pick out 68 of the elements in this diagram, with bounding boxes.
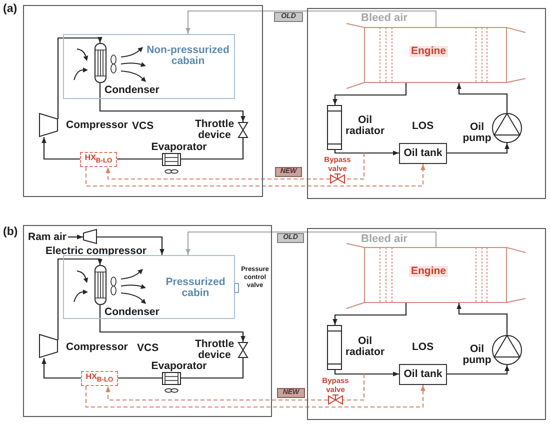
component-label: Electric compressor xyxy=(44,246,148,257)
component-label: Throttle device xyxy=(194,339,236,361)
engine-label: Engine xyxy=(409,266,448,277)
arrow xyxy=(332,83,407,105)
arrow xyxy=(57,37,102,119)
panel-label: (b) xyxy=(3,226,18,239)
component-label: Evaporator xyxy=(150,361,208,372)
cabin-label: Pressurized cabin xyxy=(164,276,226,298)
component-label: Condenser xyxy=(104,84,160,96)
dashed-arrow xyxy=(106,167,330,180)
arrow xyxy=(334,370,399,376)
arrow xyxy=(42,137,80,160)
component-label: Oil pump xyxy=(462,344,492,366)
system-label: LOS xyxy=(412,342,435,353)
heat-exchanger-box xyxy=(80,152,117,167)
system-box xyxy=(23,5,263,197)
system-box xyxy=(23,225,272,417)
component-label: Oil radiator xyxy=(344,336,386,358)
flow-label: Ram air xyxy=(28,231,68,243)
arrow xyxy=(99,83,246,122)
engine-label: Engine xyxy=(409,46,448,57)
dashed-arrow xyxy=(85,385,426,408)
arrow xyxy=(186,231,437,255)
exchanger-label: HX$_{B-LO}$ xyxy=(86,371,114,386)
connector-line xyxy=(117,158,162,160)
tank-box xyxy=(399,364,447,385)
connector-line xyxy=(118,377,162,379)
edge-label: Bleed air xyxy=(361,13,408,24)
component-label: Oil tank xyxy=(404,148,442,159)
component-label: Evaporator xyxy=(150,142,208,153)
arrow xyxy=(97,236,164,255)
arrow xyxy=(42,358,81,379)
dashed-arrow xyxy=(106,386,328,401)
cabin-box xyxy=(63,255,235,319)
cabin-label: Non-pressurized cabain xyxy=(146,44,230,66)
system-label: VCS xyxy=(137,343,160,354)
component-label: Compressor xyxy=(66,120,129,131)
arrow xyxy=(334,150,399,156)
system-label: LOS xyxy=(412,121,435,132)
system-label: VCS xyxy=(132,121,155,132)
arrow xyxy=(68,234,83,240)
system-box xyxy=(307,228,546,420)
arrow xyxy=(186,10,437,34)
system-box xyxy=(307,8,546,199)
panel-label: (a) xyxy=(3,3,18,16)
exchanger-label: HX$_{B-LO}$ xyxy=(84,152,112,167)
component-label: Condenser xyxy=(104,306,160,318)
arrow xyxy=(332,303,407,325)
component-label: Oil tank xyxy=(404,369,442,380)
connector-line xyxy=(181,138,244,160)
arrow xyxy=(57,258,102,340)
arrow xyxy=(456,303,508,335)
arrow xyxy=(99,305,246,342)
arrow xyxy=(447,143,510,154)
tank-box xyxy=(399,143,447,164)
component-label: Oil radiator xyxy=(344,115,386,137)
component-label: Oil pump xyxy=(462,122,492,144)
dashed-arrow xyxy=(85,164,426,187)
connector-line xyxy=(181,358,244,379)
dashed-connector-line xyxy=(345,153,365,180)
dashed-connector-line xyxy=(343,374,365,401)
edge-label: Bleed air xyxy=(361,234,408,245)
cabin-box xyxy=(63,34,235,99)
arrow xyxy=(456,83,508,113)
heat-exchanger-box xyxy=(81,371,118,386)
component-label: Compressor xyxy=(66,342,129,353)
arrow xyxy=(447,365,510,375)
component-label: Throttle device xyxy=(194,119,236,141)
